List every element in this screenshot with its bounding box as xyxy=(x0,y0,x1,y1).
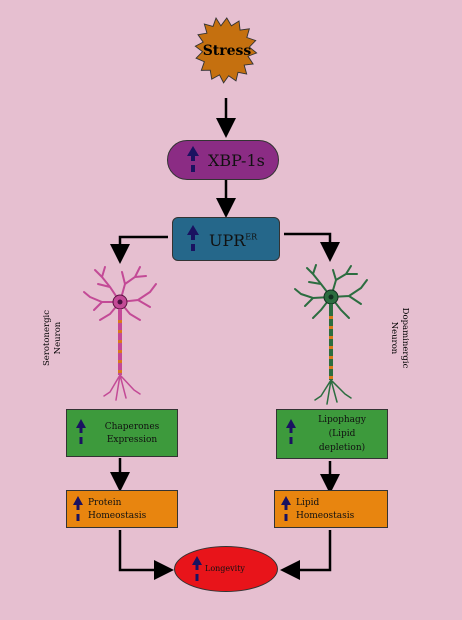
up-arrow-icon xyxy=(192,556,202,581)
upr-superscript: ER xyxy=(245,232,258,242)
serotonergic-neuron-icon xyxy=(83,266,157,401)
dopaminergic-line2: Neuron xyxy=(389,321,399,355)
lipophagy-line3: depletion) xyxy=(318,443,366,453)
lipophagy-label: Lipophagy (Lipid depletion) xyxy=(297,413,387,455)
longevity-label: Longevity xyxy=(205,564,245,573)
dopaminergic-line1: Dopaminergic xyxy=(400,307,410,369)
dopaminergic-neuron-icon xyxy=(294,264,368,405)
stress-node: Stress xyxy=(187,14,267,94)
chaperones-label: Chaperones Expression xyxy=(87,421,177,447)
lipid-line2: Homeostasis xyxy=(296,511,355,521)
protein-homeostasis-node: Protein Homeostasis xyxy=(66,490,178,528)
starburst-icon xyxy=(194,16,258,84)
lipophagy-line1: Lipophagy xyxy=(318,415,366,425)
chaperones-line1: Chaperones xyxy=(104,422,160,432)
arrow-upr-left xyxy=(110,235,168,264)
up-arrow-icon xyxy=(76,419,86,444)
chaperones-expression-node: Chaperones Expression xyxy=(66,409,178,457)
upr-label: UPRER xyxy=(209,231,257,250)
dopaminergic-neuron-label: Dopaminergic Neuron xyxy=(350,298,410,378)
up-arrow-icon xyxy=(73,496,83,521)
arrow-lipid-longevity xyxy=(280,530,332,580)
upr-main-text: UPR xyxy=(209,231,246,250)
chaperones-line2: Expression xyxy=(106,435,158,445)
lipid-label: Lipid Homeostasis xyxy=(296,497,354,523)
lipophagy-line2: (Lipid xyxy=(328,429,356,439)
xbp-1s-node: XBP-1s xyxy=(167,140,279,180)
xbp-1s-label: XBP-1s xyxy=(208,151,265,170)
protein-label: Protein Homeostasis xyxy=(88,497,146,523)
arrow-upr-right xyxy=(284,232,340,262)
lipid-line1: Lipid xyxy=(296,498,320,508)
protein-line1: Protein xyxy=(88,498,122,508)
upr-er-node: UPRER xyxy=(172,217,280,261)
up-arrow-icon xyxy=(286,419,296,444)
longevity-node: Longevity xyxy=(174,546,278,592)
protein-line2: Homeostasis xyxy=(88,511,147,521)
up-arrow-icon xyxy=(187,146,199,172)
stress-label: Stress xyxy=(202,43,252,59)
serotonergic-line1: Serotonergic xyxy=(42,309,52,367)
lipophagy-node: Lipophagy (Lipid depletion) xyxy=(276,409,388,459)
serotonergic-neuron-label: Serotonergic Neuron xyxy=(42,298,102,378)
up-arrow-icon xyxy=(281,496,291,521)
up-arrow-icon xyxy=(187,225,199,251)
serotonergic-line2: Neuron xyxy=(53,321,63,355)
lipid-homeostasis-node: Lipid Homeostasis xyxy=(274,490,388,528)
arrow-protein-longevity xyxy=(118,530,174,580)
